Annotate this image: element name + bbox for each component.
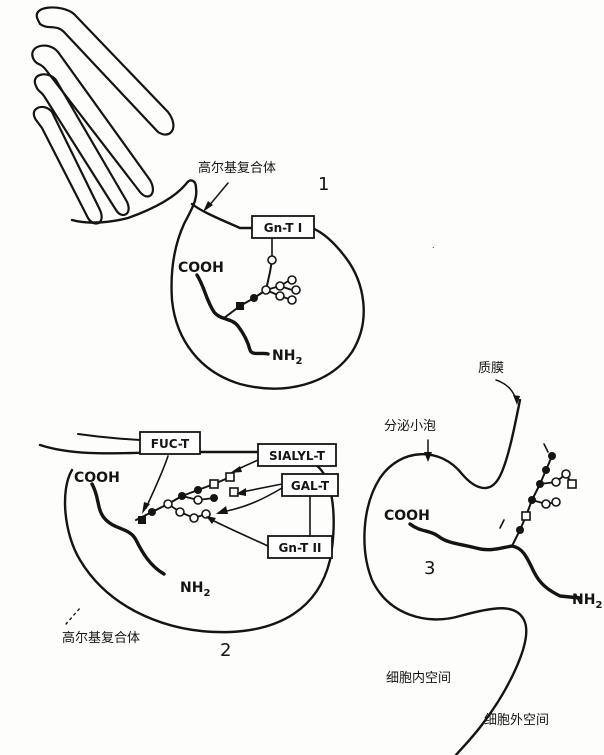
- stray-mark: .: [432, 241, 435, 250]
- enzyme-gnt2-label: Gn-T II: [279, 541, 322, 555]
- golgi-label-1: 高尔基复合体: [198, 160, 276, 176]
- stage-1-number: 1: [318, 174, 329, 195]
- panel-1: Gn-T I COOH NH2 高尔基复合体 1: [31, 6, 365, 390]
- pointer-golgi-1: [207, 182, 229, 208]
- pointer-golgi-1-head: [203, 201, 213, 212]
- golgi-cisterna-1: [35, 6, 175, 136]
- peptide-chain-1: [195, 273, 270, 356]
- arrow-small-3: [499, 519, 505, 529]
- peptide-chain-2: [90, 482, 166, 576]
- enzyme-gnt1-label: Gn-T I: [264, 221, 302, 235]
- enzyme-box-fuct: [139, 431, 201, 455]
- stage-2-number: 2: [220, 640, 231, 661]
- plasma-membrane-label: 质膜: [478, 361, 504, 376]
- enzyme-box-gnt2: [267, 535, 333, 559]
- peptide-chain-3: [408, 522, 582, 600]
- nh2-label-1: NH2: [272, 348, 302, 367]
- enzyme-sialylt-label: SIALYL-T: [269, 449, 326, 463]
- intracellular-label: 细胞内空间: [386, 670, 451, 686]
- golgi-label-2: 高尔基复合体: [62, 630, 140, 646]
- stage-3-number: 3: [424, 558, 435, 579]
- panel-3: COOH NH2 质膜 分泌小泡 3 细胞内空间 细胞外空间: [363, 361, 602, 755]
- glycan-residues-3: [516, 452, 577, 534]
- nh2-label-3: NH2: [572, 592, 602, 611]
- enzyme-box-sialylt: [257, 443, 337, 467]
- extracellular-label: 细胞外空间: [484, 713, 549, 728]
- nh2-label-2: NH2: [180, 580, 210, 599]
- pointer-secretory-vesicle-head: [424, 452, 432, 462]
- pointer-plasma-membrane: [495, 379, 517, 401]
- panel-2: FUC-T SIALYL-T GAL-T Gn-T II COOH NH2 高尔…: [38, 431, 339, 661]
- enzyme-box-gnt1: [251, 215, 315, 239]
- secretory-vesicle-label: 分泌小泡: [384, 419, 436, 434]
- golgi-cisterna-4: [32, 105, 103, 225]
- glycan-residues-1: [236, 255, 301, 310]
- glycan-residues-2: [138, 472, 239, 524]
- pointer-plasma-membrane-head: [513, 395, 520, 405]
- golgi-cisterna-2: [31, 44, 155, 198]
- arrow-into-vesicle: [543, 443, 549, 453]
- enzyme-arrows: [142, 455, 311, 547]
- enzyme-fuct-label: FUC-T: [151, 437, 190, 451]
- golgi-vesicle-1: [70, 179, 365, 390]
- pointer-golgi-2: [65, 607, 81, 625]
- golgi-cisterna-3: [33, 73, 130, 217]
- cooh-label-1: COOH: [178, 260, 224, 276]
- cooh-label-3: COOH: [384, 508, 430, 524]
- enzyme-galt-label: GAL-T: [291, 479, 330, 493]
- plasma-membrane-vesicle: [363, 398, 528, 755]
- cooh-label-2: COOH: [74, 470, 120, 486]
